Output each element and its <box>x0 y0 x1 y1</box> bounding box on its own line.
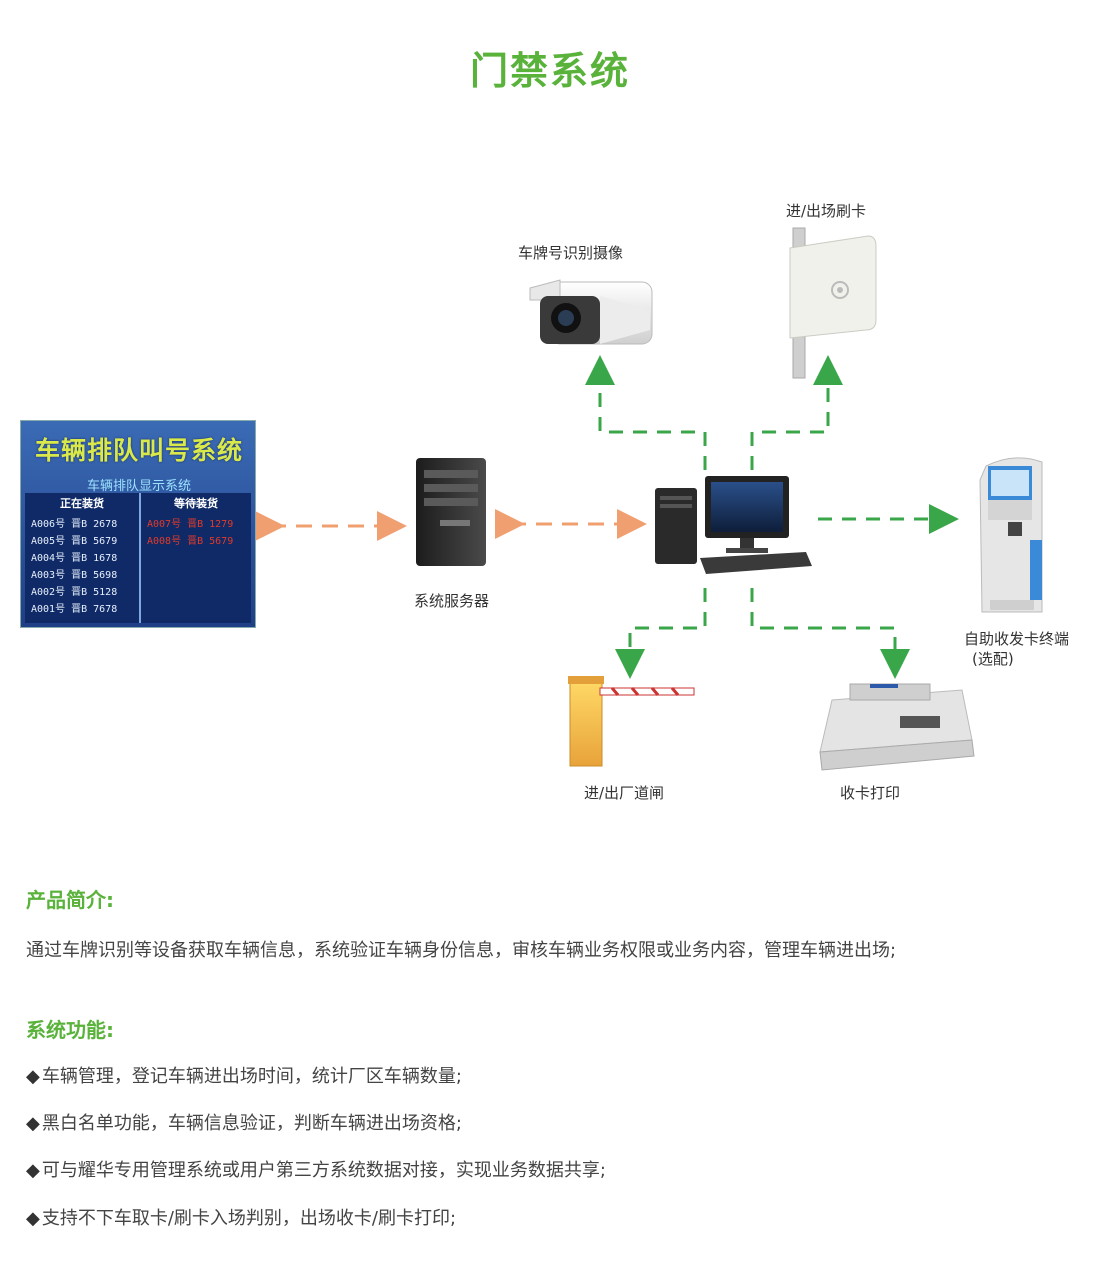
function-item-text: 可与耀华专用管理系统或用户第三方系统数据对接，实现业务数据共享; <box>41 1160 606 1181</box>
page-title: 门禁系统 <box>469 49 630 93</box>
queue-waiting-row: A008号 晋B 5679 <box>147 536 234 547</box>
connector-to-camera <box>585 355 707 470</box>
queue-loading-row: A002号 晋B 5128 <box>31 587 118 598</box>
card-reader-label: 进/出场刷卡 <box>786 202 867 220</box>
functions-heading: 系统功能: <box>26 1018 114 1042</box>
function-item: ◆车辆管理，登记车辆进出场时间，统计厂区车辆数量; <box>26 1062 462 1088</box>
queue-loading-row: A006号 晋B 2678 <box>31 519 118 530</box>
camera-label: 车牌号识别摄像 <box>518 244 624 262</box>
bullet-diamond-icon: ◆ <box>26 1208 40 1229</box>
queue-loading-row: A004号 晋B 1678 <box>31 553 118 564</box>
computer-icon <box>655 476 812 574</box>
queue-col-loading: 正在装货 <box>60 497 104 510</box>
camera-icon <box>529 279 653 345</box>
queue-display-title: 车辆排队叫号系统 <box>34 436 243 465</box>
function-item: ◆可与耀华专用管理系统或用户第三方系统数据对接，实现业务数据共享; <box>26 1156 606 1182</box>
connector-to-barrier <box>615 588 707 679</box>
queue-loading-row: A001号 晋B 7678 <box>31 604 118 615</box>
kiosk-terminal-icon <box>979 457 1043 613</box>
queue-loading-row: A003号 晋B 5698 <box>31 570 118 581</box>
printer-label: 收卡打印 <box>840 784 901 802</box>
server-label: 系统服务器 <box>414 592 490 610</box>
queue-waiting-row: A007号 晋B 1279 <box>147 519 234 530</box>
printer-icon <box>819 683 975 771</box>
queue-display-table: 正在装货 等待装货 A006号 晋B 2678 A005号 晋B 5679 A0… <box>25 493 251 623</box>
barrier-label: 进/出厂道闸 <box>584 784 665 802</box>
queue-col-waiting: 等待装货 <box>174 497 218 510</box>
queue-loading-row: A005号 晋B 5679 <box>31 536 118 547</box>
queue-display-subtitle: 车辆排队显示系统 <box>86 479 191 494</box>
terminal-label: 自助收发卡终端 <box>964 630 1070 648</box>
queue-divider <box>139 493 141 623</box>
card-reader-icon <box>789 227 877 379</box>
connector-to-printer <box>750 588 910 679</box>
queue-display: 车辆排队叫号系统 车辆排队显示系统 正在装货 等待装货 A006号 晋B 267… <box>20 420 256 628</box>
connector-to-card-reader <box>750 355 843 470</box>
server-icon <box>416 458 486 566</box>
intro-heading: 产品简介: <box>26 888 114 912</box>
function-item: ◆黑白名单功能，车辆信息验证，判断车辆进出场资格; <box>26 1109 462 1135</box>
intro-text: 通过车牌识别等设备获取车辆信息，系统验证车辆身份信息，审核车辆业务权限或业务内容… <box>26 940 897 961</box>
system-diagram <box>255 227 1043 771</box>
function-item-text: 车辆管理，登记车辆进出场时间，统计厂区车辆数量; <box>41 1066 462 1087</box>
function-item: ◆支持不下车取卡/刷卡入场判别，出场收卡/刷卡打印; <box>26 1204 456 1230</box>
barrier-gate-icon <box>568 676 695 767</box>
bullet-diamond-icon: ◆ <box>26 1113 40 1134</box>
terminal-label-optional: (选配) <box>972 650 1014 668</box>
bullet-diamond-icon: ◆ <box>26 1160 40 1181</box>
function-item-text: 黑白名单功能，车辆信息验证，判断车辆进出场资格; <box>41 1113 462 1134</box>
bullet-diamond-icon: ◆ <box>26 1066 40 1087</box>
function-item-text: 支持不下车取卡/刷卡入场判别，出场收卡/刷卡打印; <box>41 1208 457 1229</box>
